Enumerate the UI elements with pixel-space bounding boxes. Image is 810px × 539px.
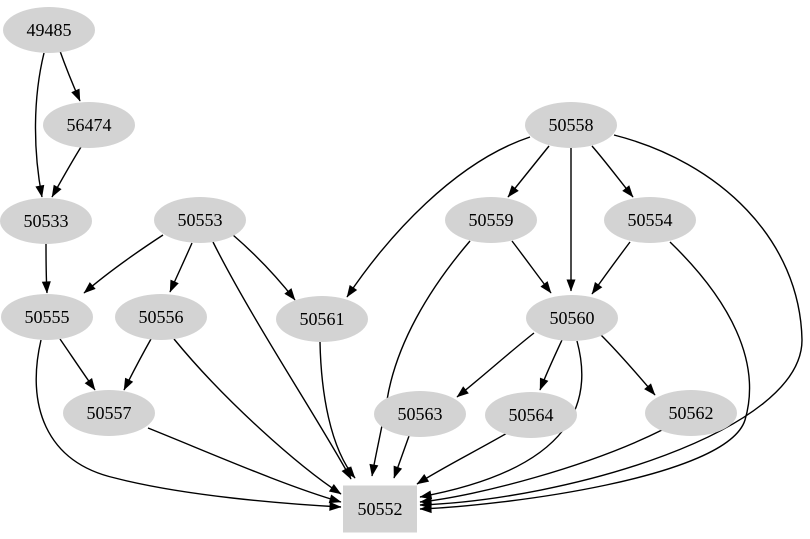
node-50562: 50562 [645, 390, 737, 436]
edge-50553-50555 [83, 234, 164, 294]
edge-50555-50552 [35, 339, 342, 511]
edge-50564-50552 [416, 431, 510, 485]
node-label: 50557 [87, 403, 132, 423]
edge-50533-50555 [41, 243, 51, 294]
node-label: 50560 [550, 308, 595, 328]
node-label: 56474 [67, 115, 112, 135]
edge-49485-56474 [59, 50, 81, 102]
ellipse-shape [63, 390, 155, 436]
ellipse-shape [0, 198, 92, 244]
ellipse-shape [154, 197, 246, 243]
nodes-layer: 49485 56474 50558 50533 50553 50559 50554 50555… [0, 7, 737, 533]
node-label: 50558 [549, 115, 594, 135]
node-50560: 50560 [526, 295, 618, 341]
ellipse-shape [374, 391, 466, 437]
node-label: 50555 [25, 307, 70, 327]
edge-56474-50533 [51, 146, 82, 198]
node-50553: 50553 [154, 197, 246, 243]
node-label: 50559 [469, 210, 514, 230]
edge-50558-50554 [591, 145, 634, 198]
node-label: 50553 [178, 210, 223, 230]
edge-50556-50557 [123, 338, 152, 391]
edges-layer [34, 50, 803, 514]
node-label: 50561 [300, 309, 345, 329]
edge-50560-50564 [539, 339, 563, 391]
node-label: 50564 [509, 405, 554, 425]
ellipse-shape [276, 296, 368, 342]
node-50564: 50564 [485, 392, 577, 438]
node-50561: 50561 [276, 296, 368, 342]
node-label: 50563 [398, 404, 443, 424]
edge-49485-50533 [34, 52, 45, 198]
node-label: 50562 [669, 403, 714, 423]
edge-50559-50552 [369, 240, 471, 477]
node-50556: 50556 [115, 294, 207, 340]
edge-50554-50552 [419, 241, 751, 514]
edge-50553-50561 [232, 234, 296, 301]
node-50533: 50533 [0, 198, 92, 244]
node-50552: 50552 [343, 485, 417, 533]
edge-50558-50552 [419, 134, 803, 510]
node-50557: 50557 [63, 390, 155, 436]
edge-50558-50561 [346, 136, 531, 298]
ellipse-shape [1, 294, 93, 340]
edge-50557-50552 [147, 427, 342, 504]
edge-50561-50552 [319, 341, 356, 479]
ellipse-shape [445, 197, 537, 243]
ellipse-shape [115, 294, 207, 340]
edge-50553-50552 [212, 241, 352, 480]
node-label: 50552 [358, 499, 403, 519]
node-label: 50533 [24, 211, 69, 231]
edge-50556-50552 [173, 338, 342, 495]
node-label: 50556 [139, 307, 184, 327]
ellipse-shape [645, 390, 737, 436]
node-50555: 50555 [1, 294, 93, 340]
edge-50558-50559 [507, 145, 550, 198]
ellipse-shape [43, 102, 135, 148]
edge-50560-50563 [456, 332, 535, 398]
node-50563: 50563 [374, 391, 466, 437]
node-50559: 50559 [445, 197, 537, 243]
ellipse-shape [485, 392, 577, 438]
node-label: 50554 [628, 210, 673, 230]
ellipse-shape [3, 7, 95, 53]
ellipse-shape [604, 197, 696, 243]
node-50558: 50558 [525, 102, 617, 148]
node-49485: 49485 [3, 7, 95, 53]
node-label: 49485 [27, 20, 72, 40]
edge-50555-50557 [59, 338, 96, 391]
edge-50562-50552 [419, 429, 663, 506]
ellipse-shape [526, 295, 618, 341]
edge-50560-50562 [600, 334, 656, 396]
node-50554: 50554 [604, 197, 696, 243]
edge-50563-50552 [393, 435, 410, 479]
ellipse-shape [525, 102, 617, 148]
edge-50559-50560 [511, 240, 552, 294]
edge-50554-50560 [591, 241, 631, 295]
node-56474: 56474 [43, 102, 135, 148]
box-shape [343, 485, 417, 533]
edge-50553-50556 [169, 242, 193, 293]
